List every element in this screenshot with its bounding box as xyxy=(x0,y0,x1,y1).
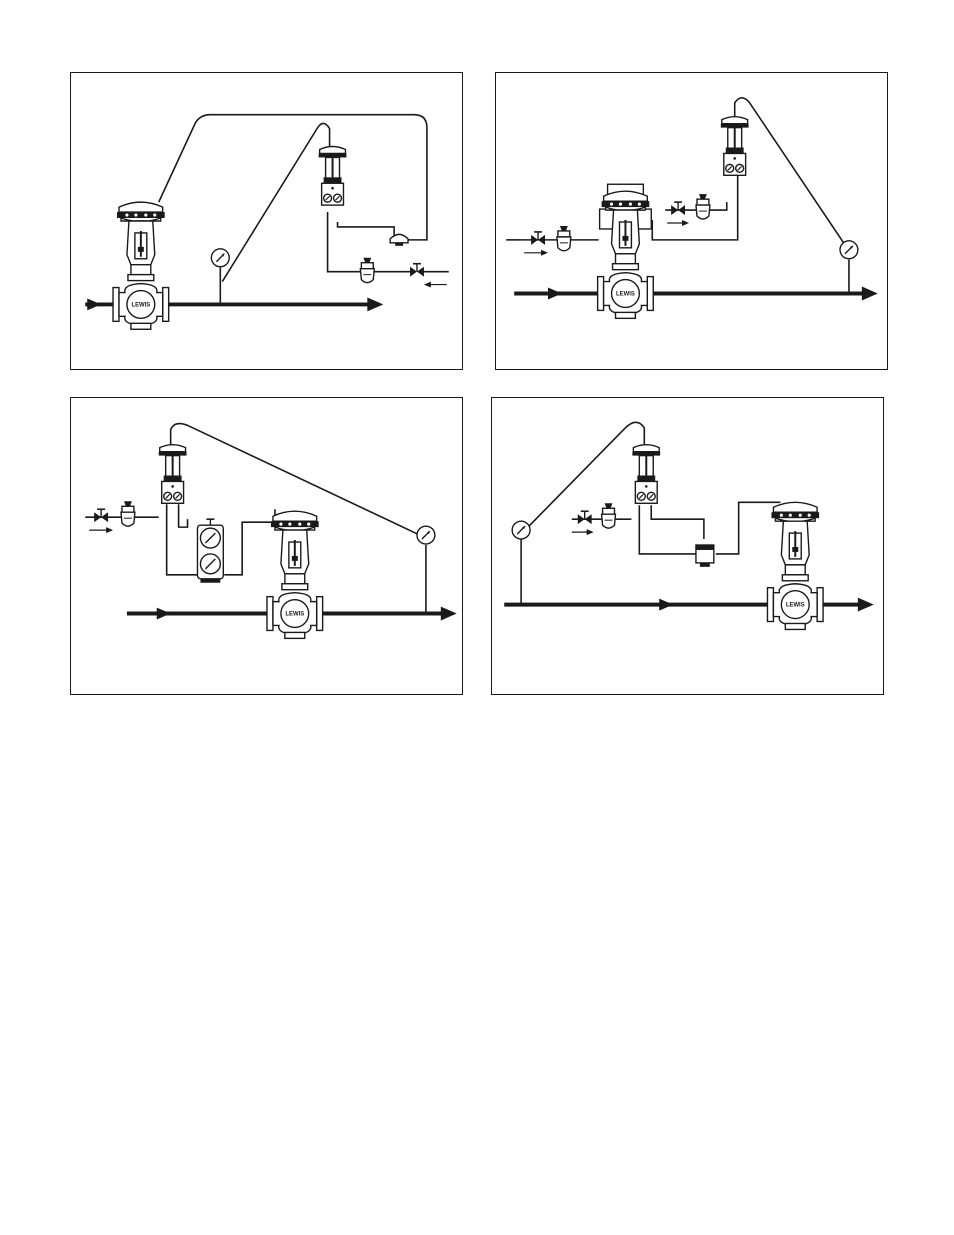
diagram-panel-1: LEWIS xyxy=(70,72,463,370)
flow-arrow xyxy=(367,297,383,311)
actuator-signal-line xyxy=(652,172,737,240)
panel-2-drawing: LEWIS xyxy=(496,73,887,369)
control-valve: LEWIS xyxy=(598,184,654,318)
filter-regulator xyxy=(121,501,135,526)
relay xyxy=(390,234,408,245)
filter-regulator xyxy=(360,258,374,283)
panel-1-drawing: LEWIS xyxy=(71,73,462,369)
filter-regulator xyxy=(602,503,616,528)
hand-valve xyxy=(410,264,424,277)
sensing-line xyxy=(735,98,847,248)
flow-arrow xyxy=(862,287,878,301)
actuator-signal-line xyxy=(159,115,427,240)
control-valve: LEWIS xyxy=(113,202,169,329)
pressure-gauge xyxy=(417,526,435,544)
valve-body-label: LEWIS xyxy=(131,302,150,308)
panel-4-drawing: LEWIS xyxy=(492,398,883,694)
filter-regulator-2 xyxy=(557,226,571,251)
sensing-line xyxy=(222,123,329,281)
flow-arrow xyxy=(441,607,457,621)
control-valve: LEWIS xyxy=(767,502,823,629)
actuator-signal-line xyxy=(224,509,275,575)
hand-valve xyxy=(578,511,592,524)
diagram-panel-3: LEWIS xyxy=(70,397,463,695)
pressure-gauge xyxy=(512,521,530,539)
hand-valve-2 xyxy=(531,232,545,245)
valve-positioner xyxy=(159,445,187,504)
flow-arrow xyxy=(858,598,874,612)
filter-regulator xyxy=(696,194,710,219)
valve-positioner xyxy=(632,445,660,504)
hand-valve xyxy=(94,509,108,522)
hand-valve xyxy=(671,202,685,215)
valve-body-label: LEWIS xyxy=(616,291,635,297)
valve-body-label: LEWIS xyxy=(285,612,304,618)
actuator-signal-line xyxy=(716,502,781,554)
pressure-gauge xyxy=(840,241,858,259)
valve-body-label: LEWIS xyxy=(786,603,805,609)
diagram-panel-2: LEWIS xyxy=(495,72,888,370)
control-valve: LEWIS xyxy=(267,511,323,638)
relay xyxy=(696,545,714,567)
sensing-line xyxy=(523,422,644,532)
panel-3-drawing: LEWIS xyxy=(71,398,462,694)
diagram-panel-4: LEWIS xyxy=(491,397,884,695)
volume-booster xyxy=(197,519,223,583)
valve-positioner xyxy=(319,147,347,206)
pressure-gauge xyxy=(211,249,229,267)
valve-positioner xyxy=(721,117,749,176)
